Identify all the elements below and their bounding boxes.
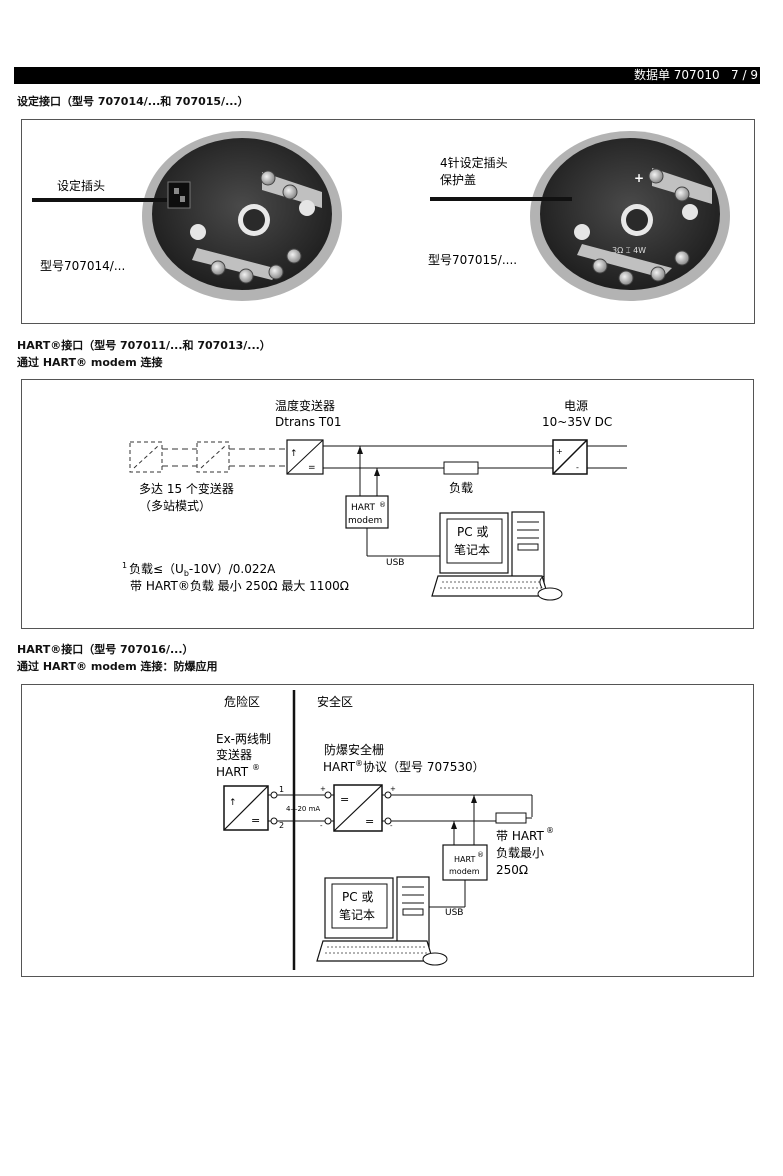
hart-load-2: 负载最小 xyxy=(496,846,544,860)
pc-computer-icon-ex: PC 或 笔记本 xyxy=(316,876,448,966)
doc-label: 数据单 707010 xyxy=(633,68,720,82)
section2-svg: 温度变送器 Dtrans T01 电源 10~35V DC ↑ = 负载 xyxy=(122,398,627,601)
section3-title-1: HART®接口（型号 707016/...） xyxy=(17,643,194,656)
modem-label: modem xyxy=(348,516,382,526)
hart-modem-box-ex: HART ® modem xyxy=(442,844,488,881)
pc-label-ex-1: PC 或 xyxy=(342,890,373,904)
terminal-2: 2 xyxy=(279,821,284,830)
svg-text:=: = xyxy=(251,814,260,827)
pc-label-2: 笔记本 xyxy=(454,542,490,557)
pc-computer-icon: PC 或 笔记本 xyxy=(431,511,563,601)
multidrop-transmitters xyxy=(129,441,287,473)
terminal-screws-left xyxy=(210,170,302,284)
svg-text:®: ® xyxy=(379,501,386,509)
power-value: 10~35V DC xyxy=(542,415,612,429)
section3-figure: 危险区 安全区 Ex-两线制 变送器 HART ® 防爆安全栅 HART®协议（… xyxy=(21,684,754,977)
svg-text:+: + xyxy=(390,785,396,793)
pc-label-1: PC 或 xyxy=(457,525,488,539)
model-label-left: 型号707014/... xyxy=(40,259,125,273)
section1-title: 设定接口（型号 707014/...和 707015/...） xyxy=(17,95,249,108)
svg-text:=: = xyxy=(365,815,374,828)
transmitter-symbol: ↑ = xyxy=(286,439,324,475)
svg-text:=: = xyxy=(340,793,349,806)
section3-title-2: 通过 HART® modem 连接：防爆应用 xyxy=(17,660,218,673)
svg-text:+: + xyxy=(556,447,563,456)
section2-figure: 温度变送器 Dtrans T01 电源 10~35V DC ↑ = 负载 xyxy=(21,379,754,629)
load-label: 负载 xyxy=(449,481,473,495)
usb-label-ex: USB xyxy=(445,908,463,918)
svg-text:=: = xyxy=(308,463,316,473)
hazard-label: 危险区 xyxy=(224,694,260,709)
power-label: 电源 xyxy=(564,399,588,413)
usb-label: USB xyxy=(386,558,404,568)
svg-text:3Ω ⌶ 4W: 3Ω ⌶ 4W xyxy=(612,246,646,255)
transmitter-head-right: + 3Ω ⌶ 4W xyxy=(530,131,730,301)
model-label-right: 型号707015/.... xyxy=(428,253,517,267)
ex-transmitter-symbol: ↑ = xyxy=(223,785,269,831)
svg-text:®: ® xyxy=(252,763,260,772)
hart-modem-box: HART ® modem xyxy=(345,495,389,529)
formula-mark: 1 xyxy=(122,561,127,570)
load-resistor xyxy=(443,461,479,475)
barrier-label-1: 防爆安全栅 xyxy=(324,742,384,757)
pc-label-ex-2: 笔记本 xyxy=(339,907,375,922)
page-header-bar: 数据单 707010 7 / 9 xyxy=(14,67,760,84)
svg-text:®: ® xyxy=(546,826,554,835)
section1-figure: 设定插头 型号707014/... + 3Ω ⌶ 4W 4针设定插 xyxy=(21,119,755,324)
section2-title-1: HART®接口（型号 707011/...和 707013/...） xyxy=(17,339,271,352)
section3-svg: 危险区 安全区 Ex-两线制 变送器 HART ® 防爆安全栅 HART®协议（… xyxy=(216,690,554,970)
plug-label: 设定插头 xyxy=(57,178,105,193)
svg-text:↑: ↑ xyxy=(229,798,237,808)
cover-label-1: 4针设定插头 xyxy=(440,155,508,170)
page-number: 7 / 9 xyxy=(731,68,758,82)
hart-load-1: 带 HART xyxy=(496,829,545,843)
svg-text:-: - xyxy=(320,822,323,830)
svg-text:+: + xyxy=(634,171,644,185)
hart-load-3: 250Ω xyxy=(496,863,528,877)
hart-label: HART xyxy=(351,503,376,513)
modem-label-ex: modem xyxy=(449,867,480,876)
ex-label-1: Ex-两线制 xyxy=(216,732,271,746)
transmitter-head-left xyxy=(142,131,342,301)
section1-svg: 设定插头 型号707014/... + 3Ω ⌶ 4W 4针设定插 xyxy=(32,131,730,301)
section2-title-2: 通过 HART® modem 连接 xyxy=(17,356,163,369)
current-label: 4—20 mA xyxy=(286,805,320,813)
load-resistor-ex xyxy=(495,812,527,824)
safety-barrier-symbol: = = xyxy=(333,784,383,832)
cover-label-2: 保护盖 xyxy=(440,173,476,187)
formula-text: 负载≤（Ub-10V）/0.022A xyxy=(129,562,276,578)
svg-text:®: ® xyxy=(477,851,484,859)
terminal-1: 1 xyxy=(279,785,284,794)
multidrop-label-2: （多站模式） xyxy=(139,499,211,513)
multidrop-label-1: 多达 15 个变送器 xyxy=(139,481,234,496)
hart-load-text: 带 HART®负载 最小 250Ω 最大 1100Ω xyxy=(130,579,349,593)
safe-label: 安全区 xyxy=(317,694,353,709)
svg-text:-: - xyxy=(390,822,393,830)
power-supply-symbol: + - xyxy=(552,439,588,475)
ex-label-3: HART xyxy=(216,765,249,779)
barrier-label-2-line: HART®协议（型号 707530） xyxy=(323,759,485,774)
svg-text:+: + xyxy=(320,785,326,793)
svg-text:-: - xyxy=(576,463,579,472)
ex-label-2: 变送器 xyxy=(216,747,252,762)
terminal-screws-right xyxy=(592,168,690,286)
svg-text:↑: ↑ xyxy=(290,449,298,459)
header-text: 数据单 707010 7 / 9 xyxy=(634,67,760,84)
hart-label-ex: HART xyxy=(454,855,475,864)
transmitter-label: 温度变送器 xyxy=(275,398,335,413)
transmitter-name: Dtrans T01 xyxy=(275,415,342,429)
